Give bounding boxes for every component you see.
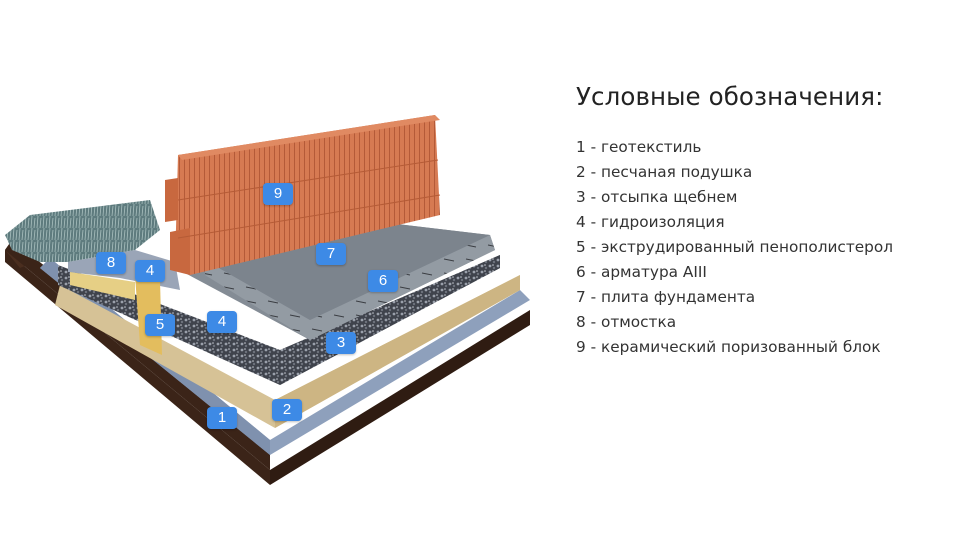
callout-badge-6: 6 — [368, 270, 398, 292]
grass-area — [5, 200, 160, 262]
ceramic-block-wall — [175, 115, 440, 275]
callout-badge-9: 9 — [263, 183, 293, 205]
legend-item-blind-area: 8 - отмостка — [576, 313, 677, 331]
foundation-layers-drawing — [5, 115, 530, 485]
callout-badge-3: 3 — [326, 332, 356, 354]
legend-title: Условные обозначения: — [576, 82, 884, 111]
legend-item-xps-insulation: 5 - экструдированный пенополистерол — [576, 238, 893, 256]
callout-badge-4: 4 — [207, 311, 237, 333]
geotextile-layer — [40, 258, 530, 455]
rebar-face — [205, 235, 495, 340]
callout-badge-4: 4 — [135, 260, 165, 282]
callout-badge-2: 2 — [272, 399, 302, 421]
legend-item-gravel: 3 - отсыпка щебнем — [576, 188, 738, 206]
callout-badge-7: 7 — [316, 243, 346, 265]
legend-item-geotextile: 1 - геотекстиль — [576, 138, 702, 156]
callout-badge-1: 1 — [207, 407, 237, 429]
legend-list: 1 - геотекстиль 2 - песчаная подушка 3 -… — [576, 135, 946, 360]
legend-panel: Условные обозначения: 1 - геотекстиль 2 … — [576, 82, 946, 360]
callout-badge-5: 5 — [145, 314, 175, 336]
legend-item-ceramic-block: 9 - керамический поризованный блок — [576, 338, 881, 356]
callout-badge-8: 8 — [96, 252, 126, 274]
legend-item-rebar: 6 - арматура AIII — [576, 263, 707, 281]
legend-item-foundation-slab: 7 - плита фундамента — [576, 288, 756, 306]
legend-item-waterproofing: 4 - гидроизоляция — [576, 213, 725, 231]
legend-item-sand-cushion: 2 - песчаная подушка — [576, 163, 753, 181]
